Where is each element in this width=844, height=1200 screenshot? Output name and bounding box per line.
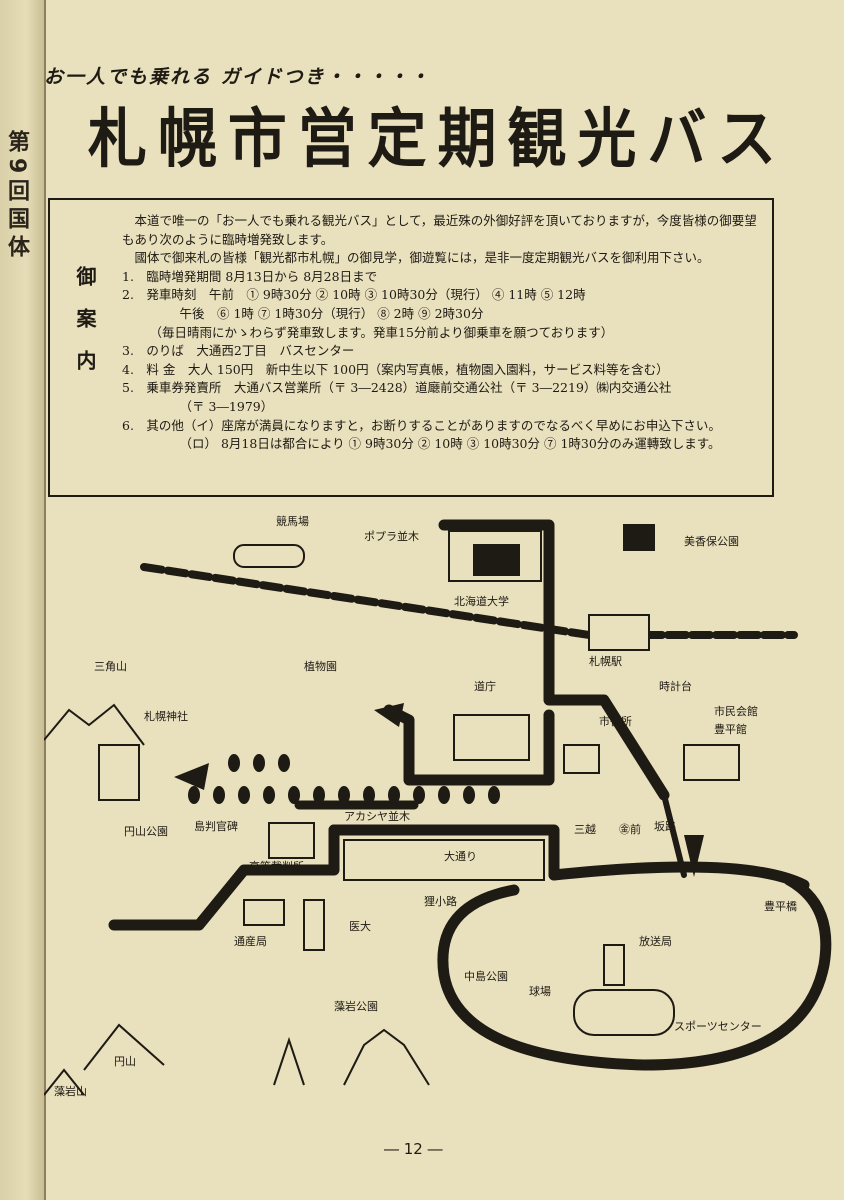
- label-moiwa-park: 藻岩公園: [334, 999, 378, 1013]
- label-maruyama-park: 円山公園: [124, 825, 168, 838]
- guide-intro: 本道で唯一の「お一人でも乗れる観光バス」として，最近殊の外御好評を頂いております…: [122, 213, 757, 247]
- guide-item: 午後 ⑥ 1時 ⑦ 1時30分（現行） ⑧ 2時 ⑨ 2時30分: [179, 305, 484, 321]
- label-maruyama: 円山: [114, 1055, 136, 1068]
- page-number: ― 12 ―: [384, 1140, 443, 1158]
- label-sports-center: スポーツセンター: [674, 1020, 762, 1033]
- label-mitsukoshi: 三越: [574, 822, 596, 836]
- page: お一人でも乗れる ガイドつき・・・・・ 札幌市営定期観光バス 御案内 本道で唯一…: [44, 0, 844, 1200]
- label-sankakuyama: 三角山: [94, 660, 127, 673]
- label-bihoro: 美香保公園: [684, 534, 739, 548]
- page-title: 札幌市営定期観光バス: [88, 103, 788, 177]
- label-poplar: ポプラ並木: [364, 529, 419, 543]
- label-ballpark: 球場: [529, 984, 551, 998]
- label-odori: 大通り: [444, 849, 477, 863]
- guide-heading: 御案内: [73, 266, 97, 392]
- label-broadcast: 放送局: [639, 934, 672, 948]
- label-horse-track: 競馬場: [276, 514, 309, 528]
- label-ramp: 坂路: [654, 820, 676, 833]
- guide-body: 本道で唯一の「お一人でも乗れる観光バス」として，最近殊の外御好評を頂いております…: [122, 212, 758, 454]
- label-hoheikan: 豊平館: [714, 722, 747, 736]
- guide-intro-2: 國体で御来札の皆様「観光都市札幌」の御見学，御遊覧には，是非一度定期観光バスを御…: [134, 250, 710, 266]
- book-spine: 第9回国体: [0, 0, 46, 1200]
- label-hokudai: 北海道大学: [454, 594, 509, 608]
- guide-item: 4. 料 金 大人 150円 新中生以下 100円（案内写真帳，植物園入園料，サ…: [122, 361, 669, 377]
- guide-item: 1. 臨時増発期間 8月13日から 8月28日まで: [122, 268, 378, 284]
- label-dotyo: 道庁: [474, 679, 496, 693]
- guide-item: 5. 乗車券発賣所 大通バス営業所（〒 3―2428）道廰前交通公社（〒 3―2…: [122, 380, 672, 396]
- guide-item: （〒 3―1979）: [179, 398, 274, 414]
- label-botanical: 植物園: [304, 659, 337, 673]
- label-clock-tower: 時計台: [659, 679, 692, 693]
- sightseeing-route-map: 競馬場 ポプラ並木 北海道大学 美香保公園 札幌駅 三角山 植物園 道庁 時計台…: [44, 514, 832, 1098]
- label-marui: ㊎前: [619, 822, 641, 836]
- label-civic-hall: 市民会館: [714, 704, 758, 718]
- label-tanuki: 狸小路: [424, 895, 457, 908]
- label-high-court: 高等裁判所: [249, 859, 304, 873]
- guide-item: 2. 発車時刻 午前 ① 9時30分 ② 10時 ③ 10時30分（現行） ④ …: [122, 287, 586, 303]
- label-city-hall: 市役所: [599, 714, 632, 728]
- label-shrine: 札幌神社: [144, 709, 188, 723]
- label-akashiya: アカシヤ並木: [344, 809, 410, 823]
- label-nakajima: 中島公園: [464, 969, 508, 983]
- guide-item: （ロ） 8月18日は都合により ① 9時30分 ② 10時 ③ 10時30分 ⑦…: [179, 436, 721, 452]
- guide-item: 6. 其の他（イ）座席が満員になりますと，お断りすることがありますのでなるべく早…: [122, 417, 721, 433]
- spine-text: 第9回国体: [4, 130, 29, 264]
- guide-item: （毎日晴雨にかゝわらず発車致します。発車15分前より御乗車を願つております）: [149, 324, 614, 340]
- label-tsusan: 通産局: [234, 935, 267, 948]
- guide-item: 3. のりば 大通西2丁目 バスセンター: [122, 343, 355, 359]
- label-moiwayama: 藻岩山: [54, 1084, 87, 1098]
- subtitle: お一人でも乗れる ガイドつき・・・・・: [44, 66, 431, 88]
- guide-box: 御案内 本道で唯一の「お一人でも乗れる観光バス」として，最近殊の外御好評を頂いて…: [48, 198, 774, 497]
- label-sapporo-station: 札幌駅: [589, 654, 622, 668]
- label-hoheibashi: 豊平橋: [764, 899, 797, 913]
- label-shimayoshi: 島判官碑: [194, 819, 238, 833]
- label-hokudai-med: 医大: [349, 919, 371, 933]
